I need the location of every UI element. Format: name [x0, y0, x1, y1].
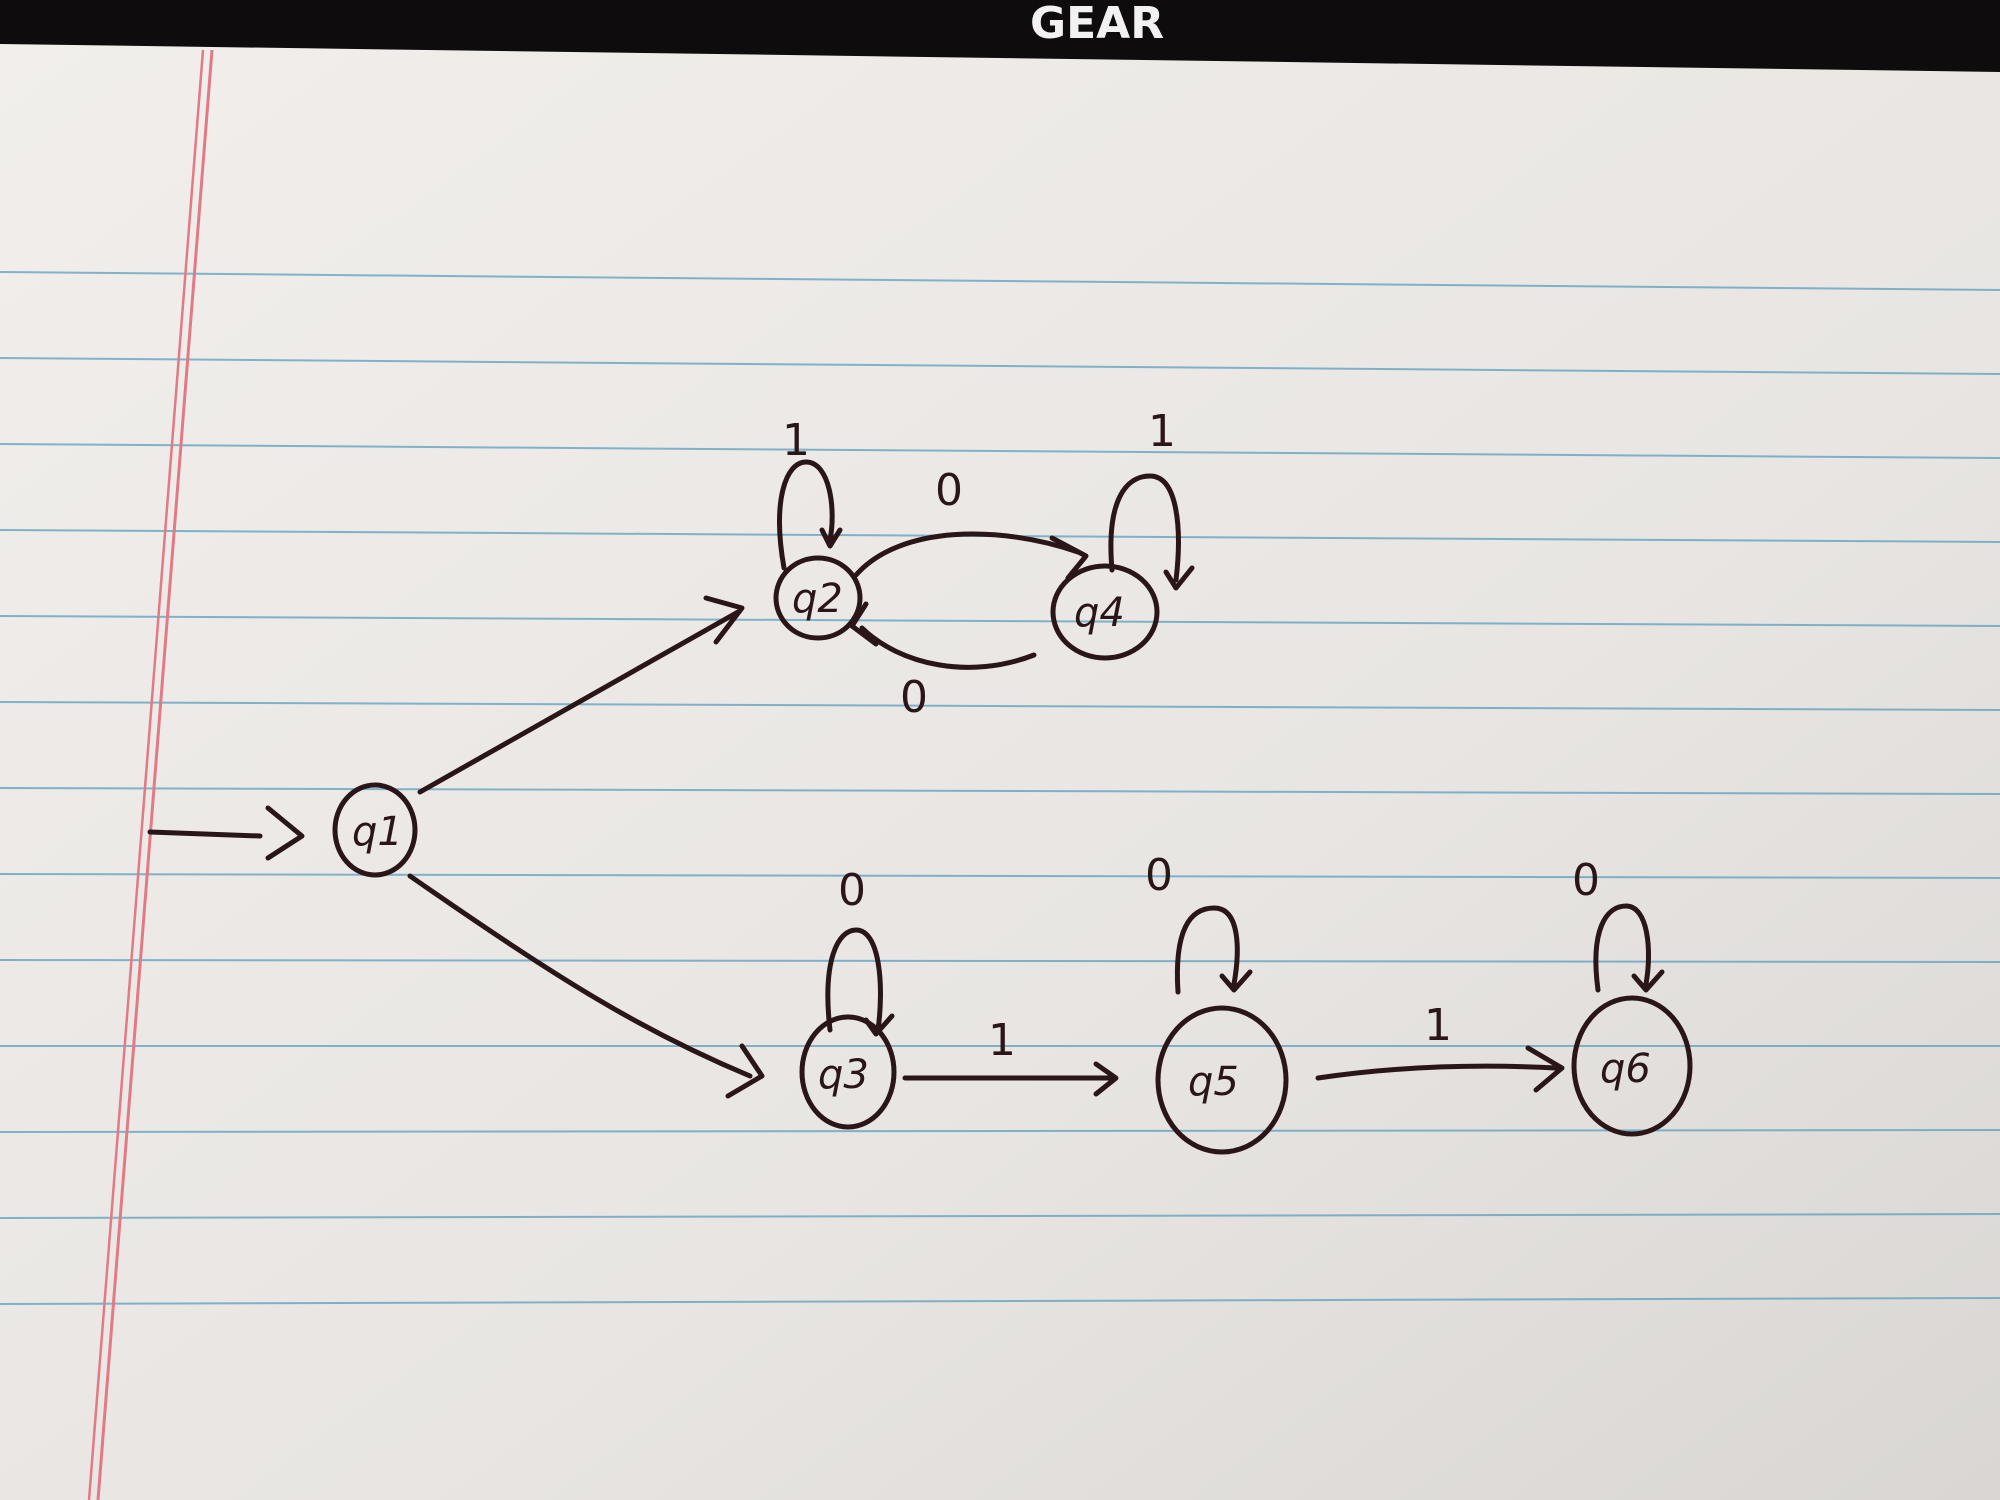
start-arrow-head	[265, 805, 305, 861]
loop-q4	[1108, 473, 1181, 583]
edge-q5-q6	[1315, 1063, 1559, 1081]
state-q1: q1	[332, 782, 418, 878]
edge-q5-q6-label: 1	[1424, 1000, 1452, 1051]
loop-q6-arrowhead	[1631, 969, 1665, 993]
ruled-line	[0, 701, 2000, 711]
edge-q2-q4-label: 0	[935, 465, 963, 516]
state-q2-label: q2	[792, 576, 843, 622]
ruled-line	[0, 1129, 2000, 1133]
notebook-paper	[0, 44, 2000, 1500]
edge-q1-q3-arrowhead	[725, 1043, 765, 1099]
ruled-line	[0, 959, 2000, 963]
ruled-line	[0, 1297, 2000, 1305]
loop-q3	[825, 927, 883, 1033]
loop-q5-label: 0	[1145, 850, 1173, 901]
ruled-line	[0, 1213, 2000, 1219]
state-q5: q5	[1155, 1005, 1289, 1155]
automaton-diagram: 1 0 0 1 0 1 0 1 0	[147, 406, 1693, 1155]
loop-q2-arrowhead	[819, 527, 843, 549]
edge-q4-q2	[859, 625, 1037, 670]
state-q6-label: q6	[1600, 1046, 1651, 1092]
margin-line	[87, 49, 214, 1500]
edge-q2-q4-arrowhead	[1049, 535, 1089, 581]
edge-q5-q6-arrowhead	[1525, 1045, 1565, 1093]
edge-q1-q2-arrowhead	[703, 595, 745, 645]
loop-q4-arrowhead	[1163, 565, 1195, 591]
state-q4-label: q4	[1074, 590, 1125, 636]
loop-q2	[777, 459, 835, 571]
state-q1-label: q1	[352, 809, 403, 855]
state-q2: q2	[773, 555, 863, 641]
loop-q6-label: 0	[1572, 855, 1600, 906]
ruled-line	[0, 443, 2000, 459]
ruled-line	[0, 615, 2000, 627]
edge-q3-q5-label: 1	[988, 1015, 1016, 1066]
ruled-line	[0, 357, 2000, 375]
brand-label: GEAR	[1030, 0, 1164, 49]
edge-q4-q2-label: 0	[900, 672, 928, 723]
ruled-lines	[0, 271, 2000, 1305]
edge-q2-q4	[853, 531, 1081, 578]
loop-q6	[1593, 903, 1652, 993]
state-q4: q4	[1050, 563, 1160, 661]
loop-q3-label: 0	[838, 865, 866, 916]
loop-q5	[1174, 905, 1240, 995]
ruled-line	[0, 271, 2000, 291]
loop-q2-label: 1	[782, 415, 810, 466]
start-arrow	[147, 829, 263, 839]
edge-q3-q5-arrowhead	[1093, 1061, 1119, 1097]
edge-q1-q2	[417, 609, 741, 795]
state-q6: q6	[1571, 995, 1693, 1137]
state-q5-label: q5	[1188, 1059, 1239, 1105]
loop-q5-arrowhead	[1219, 969, 1253, 993]
edge-q4-q2-arrowhead	[849, 601, 879, 647]
state-q3-label: q3	[818, 1052, 869, 1098]
edge-q1-q3	[407, 873, 753, 1079]
state-q3: q3	[799, 1014, 897, 1130]
ruled-line	[0, 873, 2000, 879]
loop-q4-label: 1	[1148, 406, 1176, 457]
ruled-line	[0, 787, 2000, 795]
